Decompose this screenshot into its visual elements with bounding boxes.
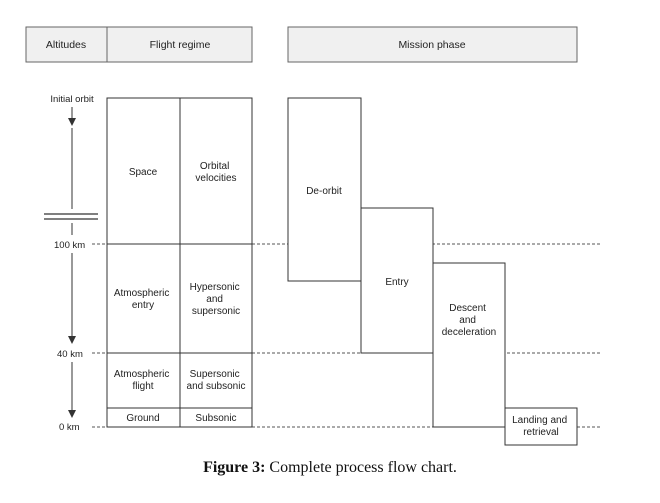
- altitudes-header-box: [25, 26, 108, 63]
- phase-landing-box: [504, 407, 578, 446]
- phase-entry-box: [360, 207, 434, 354]
- caption-text: Complete process flow chart.: [269, 459, 457, 476]
- flight-regime-header: Flight regime: [150, 39, 211, 51]
- regime-supersonic-subsonic: Supersonic and subsonic: [187, 369, 246, 392]
- mission-phase-header: Mission phase: [398, 39, 465, 51]
- altitude-100km-label: 100 km: [54, 240, 85, 251]
- phase-deorbit: De-orbit: [306, 186, 342, 197]
- flight-regime-table: Space Orbital velocities Atmospheric ent…: [106, 97, 253, 428]
- phase-entry: Entry: [385, 277, 408, 288]
- phase-landing: Landing and retrieval: [512, 415, 570, 438]
- regime-subsonic: Subsonic: [195, 413, 236, 424]
- initial-orbit-label: Initial orbit: [50, 94, 94, 105]
- altitude-axis: Initial orbit 100 km 40 km 0 km: [44, 94, 98, 433]
- regime-atmospheric-entry: Atmospheric entry: [114, 288, 172, 311]
- regime-atmospheric-flight: Atmospheric flight: [114, 369, 172, 392]
- phase-descent: Descent and deceleration: [442, 303, 496, 338]
- header-row: Altitudes Flight regime Mission phase: [25, 26, 578, 63]
- regime-space: Space: [129, 167, 158, 178]
- phase-deorbit-box: [287, 97, 362, 282]
- regime-hypersonic-supersonic: Hypersonic and supersonic: [190, 282, 243, 317]
- caption-label: Figure 3:: [203, 459, 266, 476]
- mission-phase-header-box: [287, 26, 578, 63]
- altitude-0km-label: 0 km: [59, 422, 80, 433]
- altitudes-header: Altitudes: [46, 39, 86, 51]
- phase-descent-box: [432, 262, 506, 428]
- figure-caption: Figure 3: Complete process flow chart.: [0, 459, 660, 477]
- regime-orbital-velocities: Orbital velocities: [195, 161, 236, 184]
- flight-regime-header-box: [106, 26, 253, 63]
- altitude-40km-label: 40 km: [57, 349, 83, 360]
- flow-chart: Altitudes Flight regime Mission phase In…: [25, 26, 600, 446]
- mission-phases: De-orbit Entry Descent and deceleration …: [287, 97, 578, 446]
- regime-ground: Ground: [126, 413, 159, 424]
